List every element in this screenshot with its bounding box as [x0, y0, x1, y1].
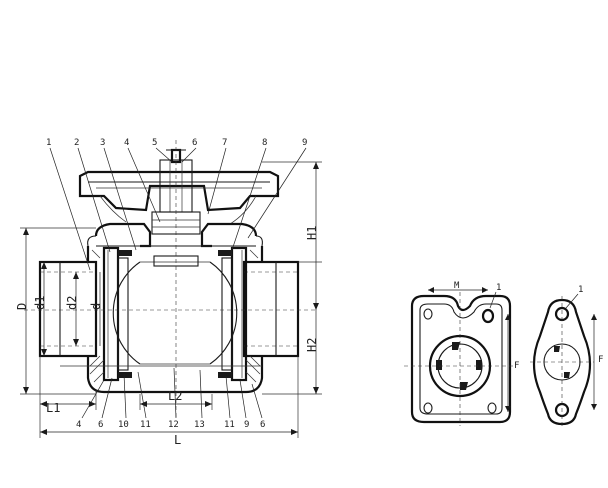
part-number-bottom-4: 11 — [140, 420, 151, 430]
flange-right-part-label: 1 — [578, 285, 583, 295]
dim-label-H2: H2 — [305, 338, 319, 352]
part-number-bottom-7: 11 — [224, 420, 235, 430]
part-number-5: 5 — [152, 138, 157, 148]
part-number-1: 1 — [46, 138, 51, 148]
top-part-numbers: 1 2 3 4 5 6 7 8 9 — [46, 138, 307, 148]
dim-label-d2: d2 — [65, 296, 79, 310]
part-number-bottom-1: 4 — [76, 420, 81, 430]
flange-left-height-label: F — [514, 361, 519, 371]
dim-label-L: L — [174, 433, 181, 447]
dimension-labels: D d1 d2 d H1 H2 L1 L2 L — [15, 226, 319, 447]
part-number-4: 4 — [124, 138, 129, 148]
bottom-part-numbers: 4 6 10 11 12 13 11 9 6 — [76, 420, 265, 430]
part-number-bottom-8: 9 — [244, 420, 249, 430]
flange-labels: M 1 F 1 F — [454, 281, 603, 371]
flange-left-part-label: 1 — [496, 283, 501, 293]
dimension-lines — [23, 162, 319, 438]
part-number-3: 3 — [100, 138, 105, 148]
bottom-leader-lines — [81, 367, 263, 419]
dim-label-H1: H1 — [305, 226, 319, 240]
dim-label-D: D — [15, 303, 29, 310]
dim-label-d1: d1 — [33, 296, 47, 310]
part-number-bottom-3: 10 — [118, 420, 129, 430]
part-number-8: 8 — [262, 138, 267, 148]
dim-label-L1: L1 — [46, 401, 60, 415]
square-flange-view — [404, 287, 516, 426]
part-number-6: 6 — [192, 138, 197, 148]
part-number-bottom-9: 6 — [260, 420, 265, 430]
oval-flange-view — [530, 293, 597, 428]
top-leader-lines — [49, 147, 307, 271]
part-number-2: 2 — [74, 138, 79, 148]
valve-section-view — [20, 140, 322, 420]
part-number-bottom-6: 13 — [194, 420, 205, 430]
part-number-7: 7 — [222, 138, 227, 148]
part-number-9: 9 — [302, 138, 307, 148]
dim-label-L2: L2 — [168, 389, 182, 403]
flange-left-width-label: M — [454, 281, 460, 291]
dim-label-d: d — [89, 303, 103, 310]
flange-right-height-label: F — [598, 355, 603, 365]
part-number-bottom-5: 12 — [168, 420, 179, 430]
part-number-bottom-2: 6 — [98, 420, 103, 430]
